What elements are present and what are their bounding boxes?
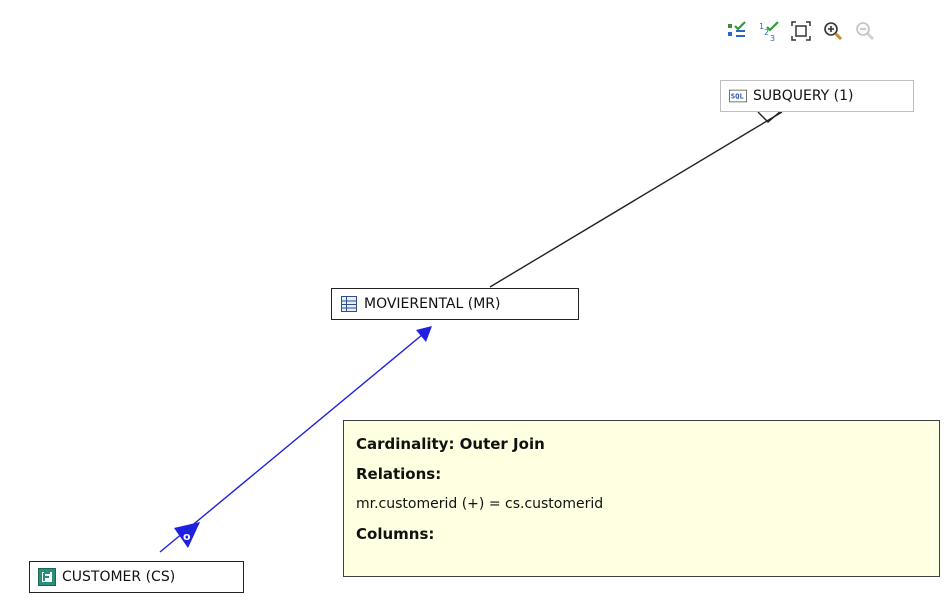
join-tooltip: Cardinality: Outer Join Relations: mr.cu… (343, 420, 940, 577)
join-badge-label: o (183, 530, 191, 543)
zoom-in-icon[interactable] (820, 18, 846, 44)
node-movierental[interactable]: MOVIERENTAL (MR) (331, 288, 579, 320)
node-customer-label: CUSTOMER (CS) (62, 569, 176, 585)
table-green-icon (38, 568, 56, 586)
auto-layout-icon[interactable] (724, 18, 750, 44)
zoom-out-icon[interactable] (852, 18, 878, 44)
node-movierental-label: MOVIERENTAL (MR) (364, 296, 501, 312)
edge-movierental-subquery (489, 111, 783, 288)
svg-text:SQL: SQL (731, 92, 745, 101)
edge-customer-movierental (159, 329, 429, 553)
tooltip-columns-label: Columns: (356, 525, 435, 543)
diagram-toolbar: 1 2 3 (724, 18, 878, 44)
svg-text:2: 2 (764, 28, 769, 37)
table-icon (340, 295, 358, 313)
join-badge[interactable]: o (174, 522, 200, 548)
node-subquery[interactable]: SQL SUBQUERY (1) (720, 80, 914, 112)
edge-arrowhead-movierental (416, 326, 432, 342)
tooltip-cardinality: Cardinality: Outer Join (356, 435, 545, 453)
fit-to-window-icon[interactable] (788, 18, 814, 44)
numbering-check-icon[interactable]: 1 2 3 (756, 18, 782, 44)
edge-arrowhead-subquery (757, 109, 783, 123)
svg-text:3: 3 (770, 34, 775, 42)
sql-icon: SQL (729, 87, 747, 105)
svg-text:1: 1 (759, 22, 764, 31)
tooltip-relations-label: Relations: (356, 465, 442, 483)
node-subquery-label: SUBQUERY (1) (753, 88, 854, 104)
node-customer[interactable]: CUSTOMER (CS) (29, 561, 244, 593)
tooltip-relation: mr.customerid (+) = cs.customerid (356, 496, 604, 512)
